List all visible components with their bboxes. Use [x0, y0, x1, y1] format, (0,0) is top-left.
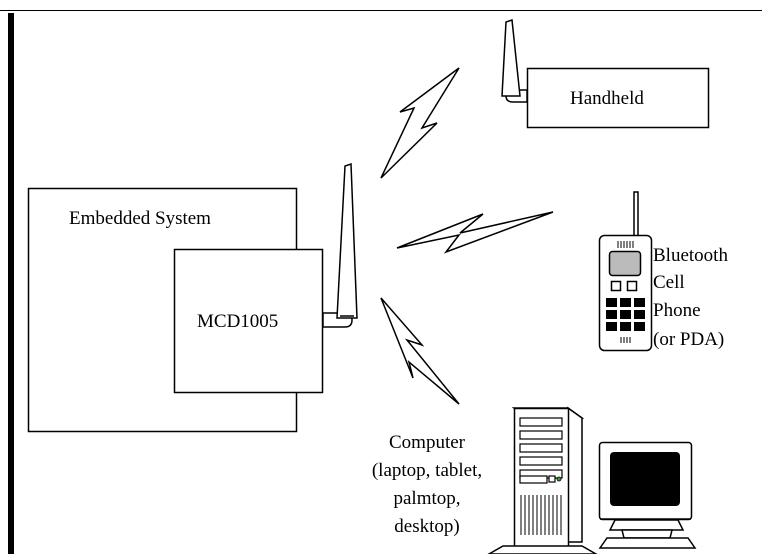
phone-label-line-3: Phone — [653, 300, 701, 321]
phone-label-line-2: Cell — [653, 272, 685, 293]
computer-label-line-2: (laptop, tablet, — [372, 460, 482, 481]
embedded-system-label: Embedded System — [69, 208, 211, 229]
lightning-bolt-icon — [380, 67, 460, 179]
left-margin-bar — [8, 13, 14, 554]
desktop-tower-icon — [487, 406, 598, 554]
handheld-label: Handheld — [570, 88, 644, 109]
lightning-bolt-icon — [396, 211, 554, 254]
lightning-bolt-icon — [380, 297, 460, 405]
mcd1005-module-box — [173, 248, 324, 394]
cell-phone-icon — [598, 191, 653, 352]
phone-label-line-1: Bluetooth — [653, 245, 728, 266]
computer-label-line-1: Computer — [389, 432, 466, 453]
mcd1005-label: MCD1005 — [197, 311, 278, 332]
phone-label-line-4: (or PDA) — [653, 329, 724, 350]
computer-label-line-4: desktop) — [394, 516, 459, 537]
antenna-icon — [322, 162, 358, 328]
computer-label-line-3: palmtop, — [393, 488, 460, 509]
antenna-icon — [501, 18, 528, 103]
monitor-icon — [598, 441, 697, 549]
